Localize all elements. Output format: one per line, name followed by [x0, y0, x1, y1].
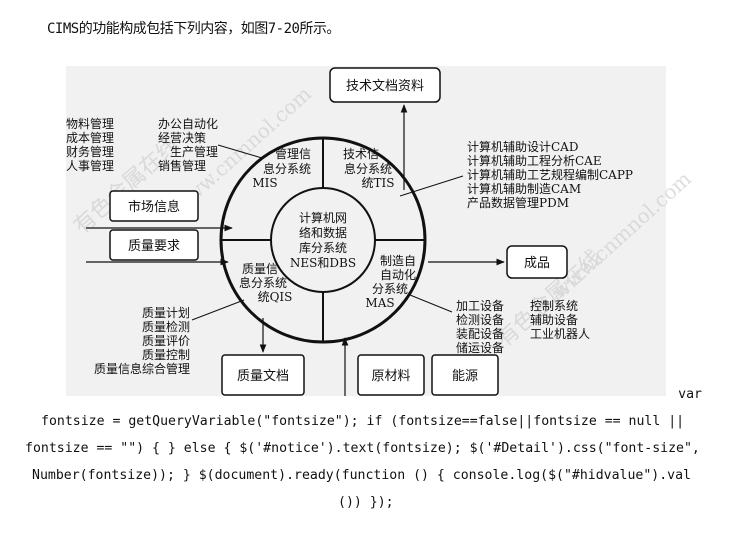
qis-item-4: 质量信息综合管理	[94, 361, 190, 376]
qis-functions: 质量计划 质量检测 质量评价 质量控制 质量信息综合管理	[94, 306, 190, 376]
tis-item-3: 计算机辅助制造CAM	[467, 181, 581, 196]
mis-col1-1: 成本管理	[66, 130, 114, 145]
center-label: 计算机网 络和数据 库分系统 NES和DBS	[290, 210, 356, 270]
mas-col1-0: 加工设备	[456, 299, 504, 313]
mas-col1-2: 装配设备	[456, 327, 504, 341]
mas-line-3: 分系统	[372, 282, 408, 296]
mas-col2-1: 辅助设备	[530, 313, 578, 327]
qis-line-2: 息分系统	[239, 275, 287, 290]
tis-item-1: 计算机辅助工程分析CAE	[467, 153, 602, 168]
mis-line-2: 息分系统	[263, 161, 311, 176]
tis-leader	[399, 175, 464, 197]
mis-col2-2: 生产管理	[170, 144, 218, 159]
mis-functions: 物料管理 成本管理 财务管理 人事管理 办公自动化 经营决策 生产管理 销售管理	[66, 116, 218, 173]
code-snippet: var fontsize = getQueryVariable("fontsiz…	[22, 381, 702, 516]
qis-leader	[191, 299, 245, 321]
mis-line-3: MIS	[252, 176, 277, 190]
box-product-label: 成品	[524, 256, 550, 271]
qis-line-3: 统QIS	[258, 290, 293, 304]
cims-diagram: 有色金属在线 www.cnmnol.com 有色金属在线 www.cnmnol.…	[66, 67, 696, 396]
center-line-4: NES和DBS	[290, 256, 356, 270]
intro-text: CIMS的功能构成包括下列内容，如图7-20所示。	[47, 21, 340, 37]
box-market	[109, 190, 199, 222]
mas-functions: 加工设备 检测设备 装配设备 储运设备 控制系统 辅助设备 工业机器人	[456, 299, 590, 355]
tis-functions: 计算机辅助设计CAD 计算机辅助工程分析CAE 计算机辅助工艺规程编制CAPP …	[467, 139, 633, 210]
box-quality-req	[109, 229, 199, 261]
box-quality-docs-label: 质量文档	[237, 369, 289, 384]
tis-item-0: 计算机辅助设计CAD	[467, 139, 578, 154]
box-raw-material	[357, 354, 425, 396]
code-line-3: fontsize == "") { } else { $('#notice').…	[25, 441, 700, 456]
center-line-2: 络和数据	[299, 225, 347, 240]
mas-col1-1: 检测设备	[456, 312, 504, 327]
mis-col1-2: 财务管理	[66, 144, 114, 159]
tis-line-2: 息分系统	[344, 161, 392, 176]
box-energy-label: 能源	[452, 369, 478, 384]
mis-line-1: 管理信	[275, 146, 311, 161]
tis-item-4: 产品数据管理PDM	[467, 195, 569, 210]
box-quality-docs	[221, 354, 305, 396]
mis-col2-0: 办公自动化	[158, 116, 218, 131]
mis-col1-3: 人事管理	[66, 158, 114, 173]
mas-col2-2: 工业机器人	[530, 327, 590, 341]
mas-col1-3: 储运设备	[456, 340, 504, 355]
tis-line-1: 技术信	[343, 147, 379, 161]
mis-leader	[217, 144, 263, 159]
box-tech-docs	[329, 67, 441, 103]
qis-item-2: 质量评价	[142, 334, 190, 348]
code-line-5: ()) });	[338, 495, 394, 510]
center-line-3: 库分系统	[299, 240, 347, 255]
box-product	[506, 245, 568, 279]
box-tech-docs-label: 技术文档资料	[346, 79, 424, 94]
mas-line-2: 自动化	[380, 268, 416, 282]
mis-col2-3: 销售管理	[158, 158, 206, 173]
qis-line-1: 质量信	[242, 262, 278, 276]
code-line-4: Number(fontsize)); } $(document).ready(f…	[32, 468, 691, 483]
center-line-1: 计算机网	[299, 210, 347, 225]
code-line-1: var	[678, 387, 702, 402]
mas-line-1: 制造自	[380, 254, 416, 268]
mas-leader	[409, 294, 453, 313]
mis-col1-0: 物料管理	[66, 116, 114, 131]
mas-col2-0: 控制系统	[530, 299, 578, 313]
tis-item-2: 计算机辅助工艺规程编制CAPP	[467, 167, 633, 182]
box-raw-material-label: 原材料	[371, 369, 410, 384]
tis-line-3: 统TIS	[362, 176, 395, 190]
box-quality-req-label: 质量要求	[128, 239, 180, 254]
code-line-2: fontsize = getQueryVariable("fontsize");…	[41, 414, 685, 429]
qis-item-0: 质量计划	[142, 306, 190, 320]
box-energy	[431, 354, 499, 396]
qis-item-3: 质量控制	[142, 348, 190, 362]
mis-col2-1: 经营决策	[158, 131, 206, 145]
qis-item-1: 质量检测	[142, 319, 190, 334]
mas-line-4: MAS	[365, 296, 394, 310]
box-market-label: 市场信息	[128, 199, 180, 215]
